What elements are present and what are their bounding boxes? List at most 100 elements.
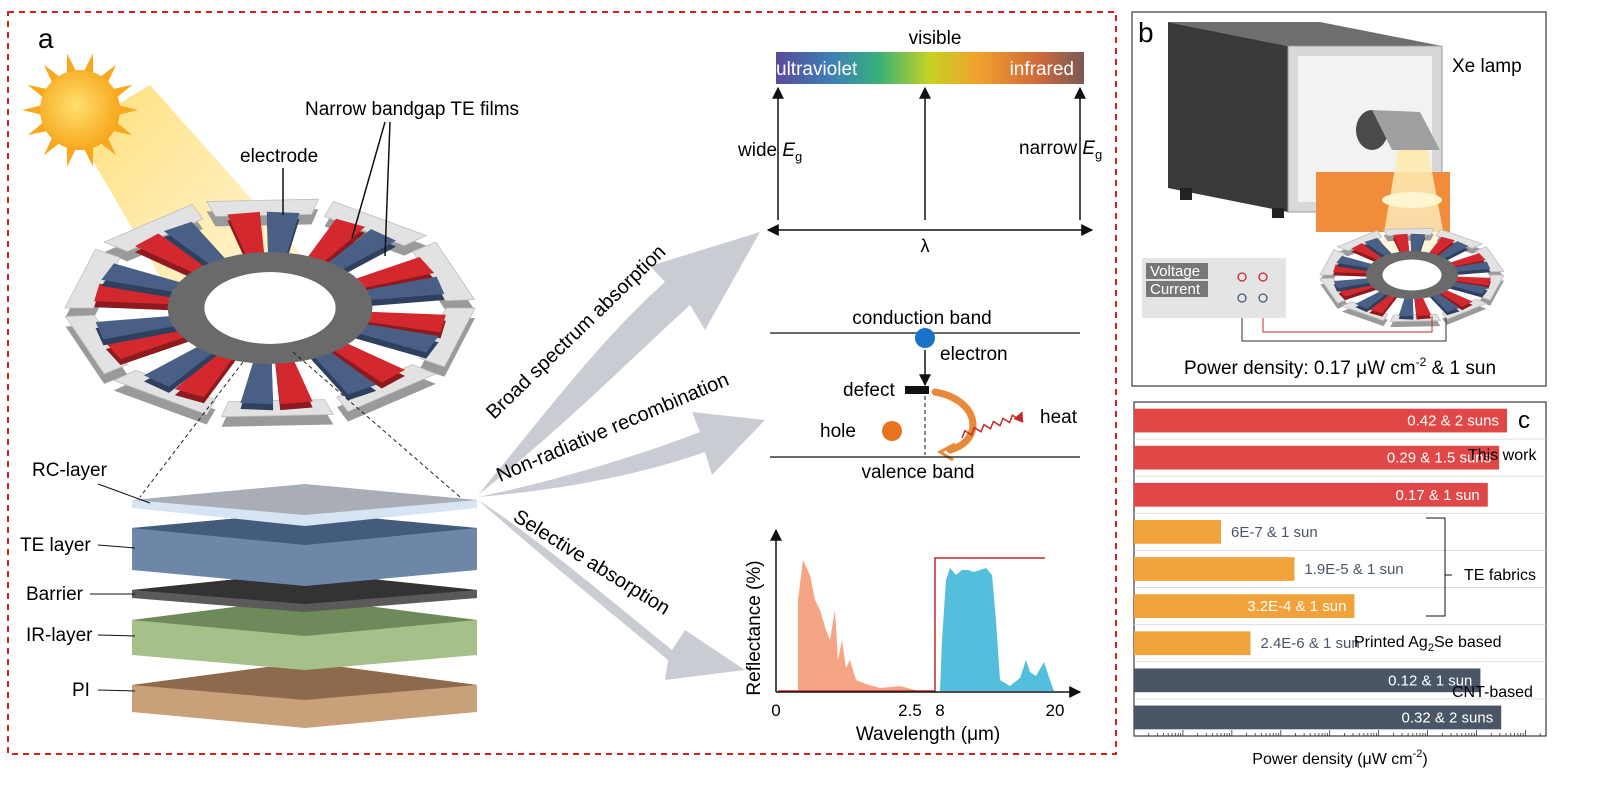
te-film-ntype [1336,255,1378,270]
voltage-terminal-2 [1258,272,1268,282]
te-device-ring [64,198,476,427]
te-film-ntype [143,340,221,387]
wire-red [1262,316,1433,333]
te-layer-label: TE layer [20,535,91,556]
te-fabrics-bracket [1426,517,1446,617]
group-printed-ag2se: Printed Ag2Se based [1354,634,1502,654]
ir-pointer [97,634,136,637]
refl-tick-20: 20 [1046,701,1065,720]
ultraviolet-label: ultraviolet [776,59,858,80]
bar [1134,408,1508,433]
electron-label: electron [940,344,1008,365]
pi-pointer [97,689,136,692]
recombination-curve [931,388,977,454]
inner-electrode [167,252,373,364]
te-film-ptype [302,218,366,269]
refl-tick-0: 0 [771,701,780,720]
spectrum-bar [776,52,1084,84]
te-film-ptype [94,283,187,305]
te-film-ptype [105,325,197,360]
te-film-ntype [163,221,232,271]
voltage-terminal-1 [1237,272,1247,282]
current-terminal-2 [1258,293,1268,303]
bar-value-label: 0.32 & 2 suns [1402,709,1494,726]
broad-spectrum-arrow [478,232,760,495]
te-film-ptype [1426,236,1455,259]
electrode-outer [1389,313,1442,323]
narrow-te-films-label: Narrow bandgap TE films [305,99,519,120]
te-film-side [1338,285,1380,301]
te-film-ptype [1449,276,1491,286]
panel-b-letter: b [1138,17,1154,48]
panel-c-letter: c [1518,407,1530,434]
te-film-ntype [1398,294,1414,317]
te-film-ptype [1392,233,1410,256]
selective-absorption-arrow [478,500,745,680]
bar-value-label: 0.17 & 1 sun [1396,487,1480,504]
center-hole [1382,259,1442,291]
te-film-ptype [1436,287,1473,307]
bar [1134,668,1481,693]
bar-value-label: 2.4E-6 & 1 sun [1260,635,1359,652]
te-film-ntype [240,354,274,405]
inner-electrode [1366,251,1458,299]
group-te-fabrics: TE fabrics [1464,567,1536,584]
te-film-ntype [1448,261,1491,273]
te-film-ntype [101,263,194,295]
visible-reflectance-band [798,560,920,691]
bar-value-label: 6E-7 & 1 sun [1231,524,1318,541]
sun-disc [40,70,120,150]
te-film-ptype [324,338,406,383]
bar [1134,482,1488,507]
zoom-line-right [292,351,461,498]
rc-layer-label: RC-layer [32,460,108,481]
xe-lamp-label: Xe lamp [1452,56,1522,77]
te-pointer [97,544,136,549]
rc-layer-top [132,484,477,515]
hole-dot [882,421,902,441]
sun-ray [22,105,43,115]
te-film-ptype [1369,291,1398,314]
current-terminal-1 [1237,293,1247,303]
group-cnt: CNT-based [1452,684,1533,701]
te-film-side [1446,284,1488,298]
te-film-ptype [174,347,238,398]
te-film-ptype [227,211,266,263]
group-this-work: This work [1468,447,1537,464]
chart-x-label: Power density (μW cm-2) [1252,748,1427,768]
te-film-ntype [1429,291,1460,312]
te-film-ntype [95,314,189,340]
electrode-label: electrode [240,146,318,167]
infrared-label: infrared [1010,59,1074,80]
te-film-ntype [346,321,439,353]
bar-value-label: 0.29 & 1.5 suns [1387,450,1491,467]
sun-ray [117,105,138,115]
te-film-ntype [266,211,300,262]
te-film-ptype [1414,294,1432,317]
conduction-band-label: conduction band [852,308,991,329]
beam-spot [1382,192,1442,208]
wire-black [1241,318,1447,342]
te-film-ntype [1333,277,1376,289]
te-film-ptype [274,353,313,405]
bar [1134,557,1295,581]
te-film-ntype [1434,241,1469,261]
panel-a-letter: a [38,23,54,54]
te-film-ntype [319,229,397,276]
te-film-ntype [1364,238,1395,259]
electrode-outer [221,399,335,418]
rc-pointer [97,483,151,504]
sun-ray [83,53,94,75]
ideal-reflectance-line [778,557,1045,692]
voltage-tag [1146,263,1208,279]
bar [1134,445,1500,470]
te-film-ptype [343,256,435,291]
bar [1134,520,1222,544]
electrode-outer [205,198,319,217]
wide-eg-label: wide Eg [737,140,802,164]
heat-wave [961,411,1024,439]
panel-a-border [7,11,1117,755]
nonradiative-arrow [478,412,765,497]
